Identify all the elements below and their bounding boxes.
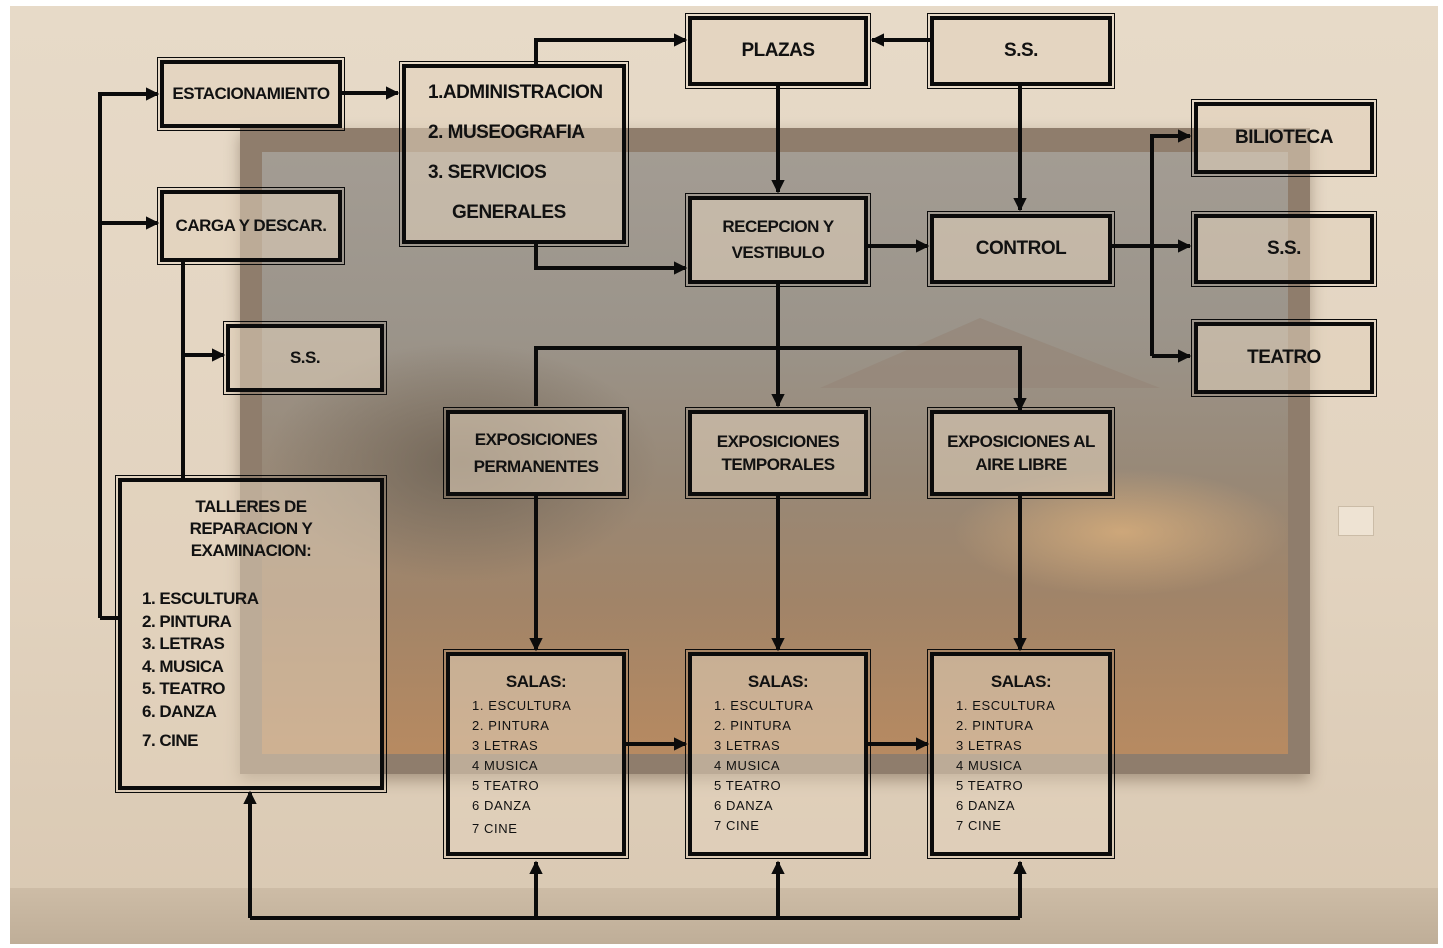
list-item: 3 LETRAS — [956, 738, 1023, 753]
list-item: 1. ESCULTURA — [472, 698, 572, 713]
control-label: CONTROL — [975, 238, 1067, 259]
volcano-shape — [820, 318, 1160, 388]
list-item: 5 TEATRO — [714, 778, 782, 793]
list-item: 3. LETRAS — [142, 634, 225, 654]
administracion-box: 1.ADMINISTRACION 2. MUSEOGRAFIA 3. SERVI… — [399, 61, 629, 247]
light-switch — [1338, 506, 1374, 536]
list-item: 2. PINTURA — [956, 718, 1034, 733]
salas-box-1: SALAS: 1. ESCULTURA 2. PINTURA 3 LETRAS … — [443, 649, 629, 859]
list-item: 3 LETRAS — [472, 738, 539, 753]
talleres-title: TALLERES DE REPARACION Y EXAMINACION: — [189, 497, 313, 560]
admin-item: 3. SERVICIOS — [428, 162, 547, 183]
teatro-box: TEATRO — [1191, 319, 1377, 397]
list-item: 7 CINE — [472, 821, 518, 836]
ss-right-label: S.S. — [1267, 238, 1301, 259]
control-box: CONTROL — [927, 211, 1115, 287]
salas-list: 1. ESCULTURA 2. PINTURA 3 LETRAS 4 MUSIC… — [956, 696, 1108, 836]
exp-permanentes-box: EXPOSICIONES PERMANENTES — [443, 407, 629, 499]
exp-aire-libre-label: EXPOSICIONES AL AIRE LIBRE — [947, 432, 1095, 474]
salas-list: 1. ESCULTURA 2. PINTURA 3 LETRAS 4 MUSIC… — [472, 696, 622, 839]
list-item: 6 DANZA — [714, 798, 774, 813]
exp-permanentes-label: EXPOSICIONES PERMANENTES — [473, 430, 599, 476]
carga-descarga-label: CARGA Y DESCAR. — [175, 216, 327, 235]
admin-item: 1.ADMINISTRACION — [428, 82, 603, 103]
biblioteca-box: BILIOTECA — [1191, 99, 1377, 177]
estacionamiento-box: ESTACIONAMIENTO — [157, 57, 345, 131]
list-item: 3 LETRAS — [714, 738, 781, 753]
list-item: 5. TEATRO — [142, 679, 226, 699]
admin-item: GENERALES — [452, 202, 566, 223]
estacionamiento-label: ESTACIONAMIENTO — [172, 84, 330, 103]
salas-list: 1. ESCULTURA 2. PINTURA 3 LETRAS 4 MUSIC… — [714, 696, 864, 836]
salas-title: SALAS: — [990, 672, 1052, 691]
salas-title: SALAS: — [505, 672, 567, 691]
ss-top-label: S.S. — [1004, 40, 1038, 61]
salas-title: SALAS: — [747, 672, 809, 691]
talleres-list: 1. ESCULTURA 2. PINTURA 3. LETRAS 4. MUS… — [142, 588, 380, 752]
list-item: 4 MUSICA — [956, 758, 1023, 773]
exp-temporales-label: EXPOSICIONES TEMPORALES — [716, 432, 840, 474]
teatro-label: TEATRO — [1247, 347, 1321, 368]
list-item: 6. DANZA — [142, 701, 217, 721]
ss-right-box: S.S. — [1191, 211, 1377, 287]
list-item: 5 TEATRO — [956, 778, 1024, 793]
list-item: 7 CINE — [714, 818, 760, 833]
list-item: 1. ESCULTURA — [714, 698, 814, 713]
list-item: 2. PINTURA — [142, 611, 232, 631]
biblioteca-label: BILIOTECA — [1235, 127, 1333, 148]
salas-box-2: SALAS: 1. ESCULTURA 2. PINTURA 3 LETRAS … — [685, 649, 871, 859]
ss-left-box: S.S. — [223, 321, 387, 395]
list-item: 6 DANZA — [472, 798, 532, 813]
list-item: 6 DANZA — [956, 798, 1016, 813]
admin-item: 2. MUSEOGRAFIA — [428, 122, 585, 143]
ss-top-box: S.S. — [927, 13, 1115, 89]
recepcion-label: RECEPCION Y VESTIBULO — [722, 217, 834, 262]
exp-aire-libre-box: EXPOSICIONES AL AIRE LIBRE — [927, 407, 1115, 499]
exp-temporales-box: EXPOSICIONES TEMPORALES — [685, 407, 871, 499]
list-item: 5 TEATRO — [472, 778, 540, 793]
list-item: 4 MUSICA — [472, 758, 539, 773]
carga-descarga-box: CARGA Y DESCAR. — [157, 187, 345, 265]
list-item: 7. CINE — [142, 730, 199, 750]
list-item: 4. MUSICA — [142, 656, 224, 676]
list-item: 2. PINTURA — [472, 718, 550, 733]
salas-box-3: SALAS: 1. ESCULTURA 2. PINTURA 3 LETRAS … — [927, 649, 1115, 859]
recepcion-box: RECEPCION Y VESTIBULO — [685, 193, 871, 287]
plazas-box: PLAZAS — [685, 13, 871, 89]
list-item: 1. ESCULTURA — [142, 589, 259, 608]
ss-left-label: S.S. — [289, 348, 321, 367]
list-item: 2. PINTURA — [714, 718, 792, 733]
talleres-box: TALLERES DE REPARACION Y EXAMINACION: 1.… — [115, 475, 387, 793]
list-item: 4 MUSICA — [714, 758, 781, 773]
plazas-label: PLAZAS — [741, 40, 816, 61]
list-item: 1. ESCULTURA — [956, 698, 1056, 713]
list-item: 7 CINE — [956, 818, 1002, 833]
